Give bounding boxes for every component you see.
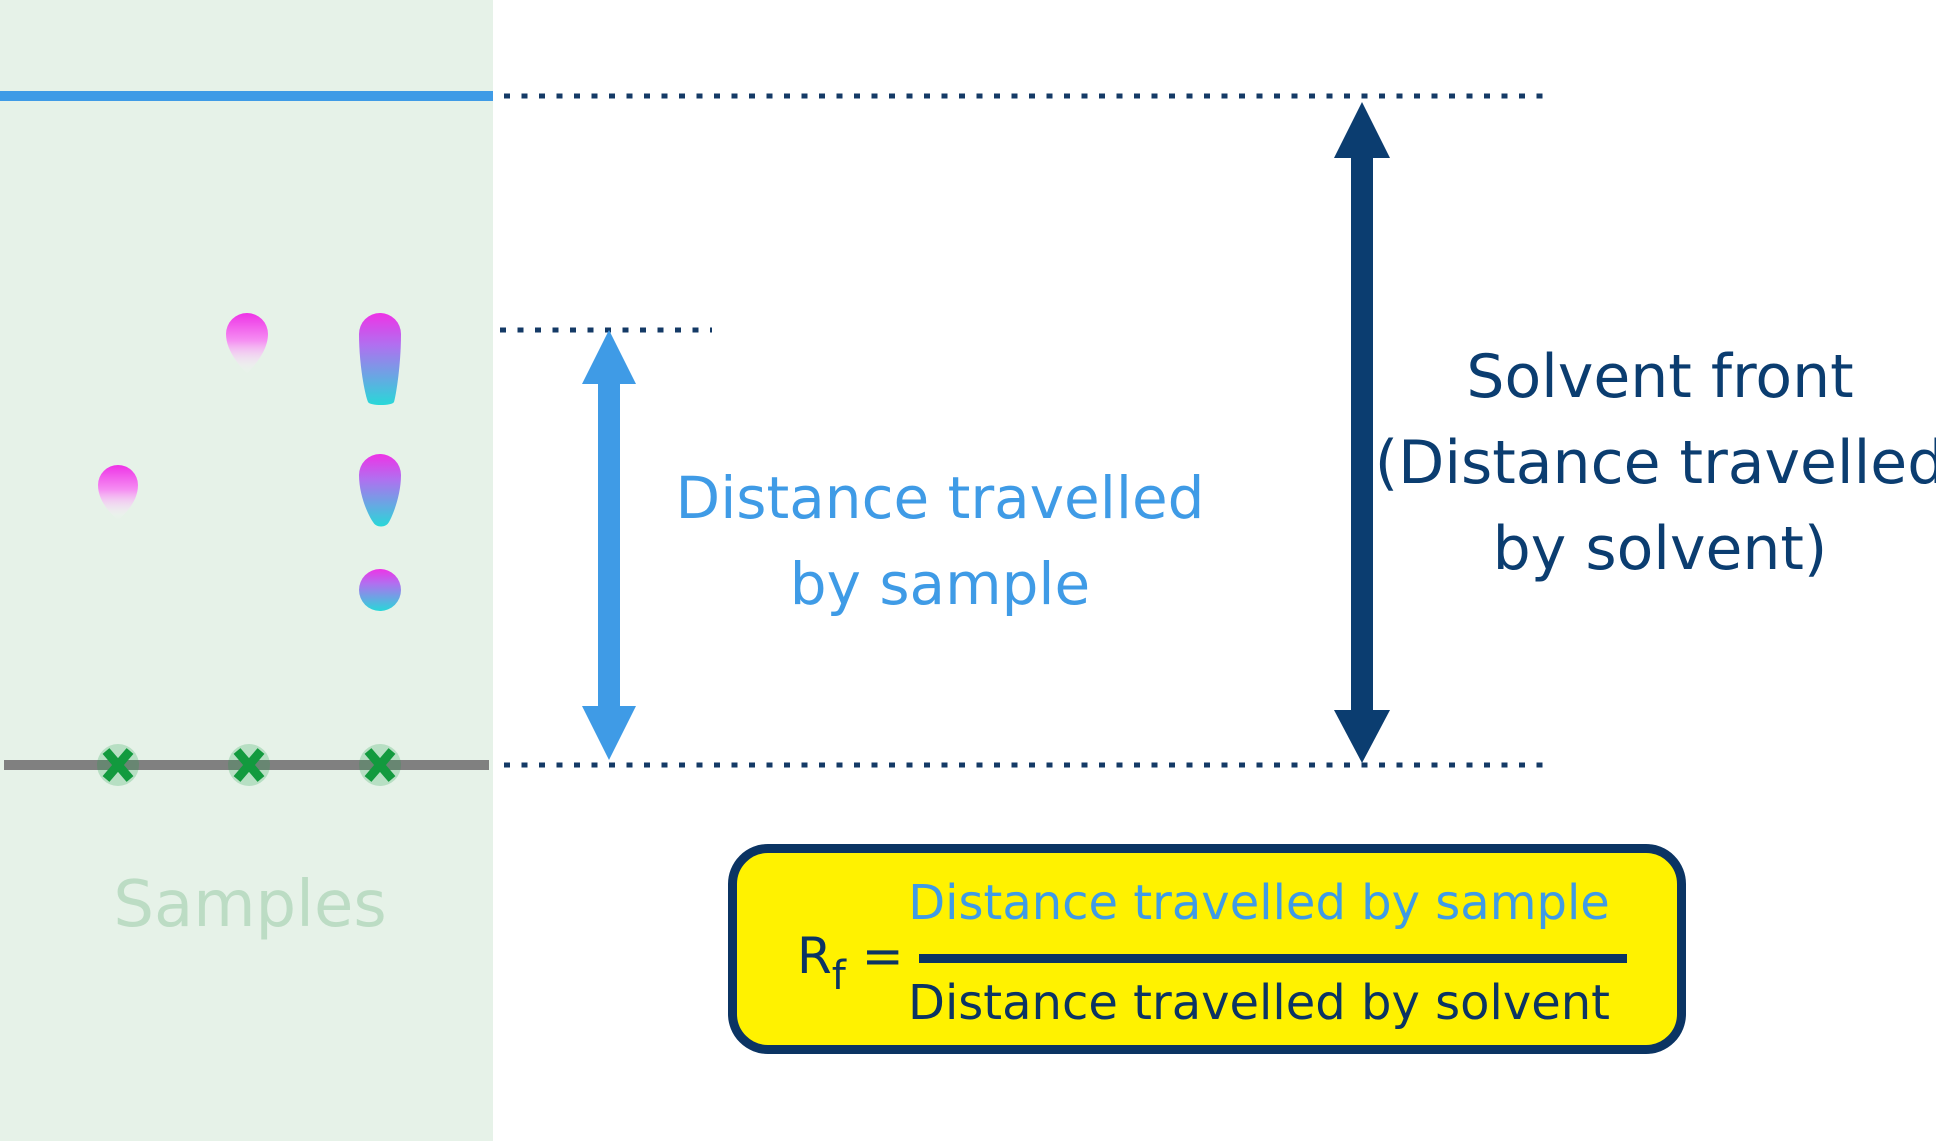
- rf-numerator: Distance travelled by sample: [908, 875, 1610, 931]
- sample-lane-1: [98, 465, 138, 520]
- sample-spot: [359, 454, 401, 527]
- rf-formula-box: Rf = Distance travelled by sample Distan…: [728, 844, 1686, 1054]
- sample-spot: [359, 569, 401, 611]
- sample-distance-label: Distance travelled by sample: [620, 455, 1260, 627]
- sample-spot: [226, 313, 268, 374]
- solvent-distance-double-arrow-icon: [1334, 102, 1390, 763]
- samples-label: Samples: [113, 868, 387, 942]
- rf-equals-sign: =: [861, 927, 904, 985]
- chromatography-plate: [0, 0, 493, 1141]
- solvent-front-label-line-3: by solvent): [1492, 514, 1828, 584]
- solvent-front-line: [0, 91, 493, 101]
- rf-letter: R: [797, 927, 832, 985]
- sample-spot: [98, 465, 138, 520]
- rf-fraction-bar: [919, 954, 1627, 963]
- rf-denominator: Distance travelled by solvent: [908, 975, 1610, 1031]
- cross-marker-icon: [359, 744, 401, 786]
- sample-distance-label-line-1: Distance travelled: [675, 464, 1205, 532]
- cross-marker-icon: [228, 744, 270, 786]
- rf-symbol: Rf =: [797, 927, 904, 999]
- rf-subscript: f: [831, 953, 846, 999]
- cross-marker-icon: [97, 744, 139, 786]
- sample-lane-3: [359, 313, 401, 611]
- sample-distance-double-arrow-icon: [582, 330, 636, 760]
- sample-spot: [359, 313, 401, 405]
- sample-distance-label-line-2: by sample: [789, 550, 1091, 618]
- solvent-front-label-line-2: (Distance travelled: [1374, 428, 1936, 498]
- solvent-front-label-line-1: Solvent front: [1466, 342, 1854, 412]
- solvent-front-label: Solvent front (Distance travelled by sol…: [1360, 334, 1936, 592]
- sample-lane-2: [226, 313, 268, 374]
